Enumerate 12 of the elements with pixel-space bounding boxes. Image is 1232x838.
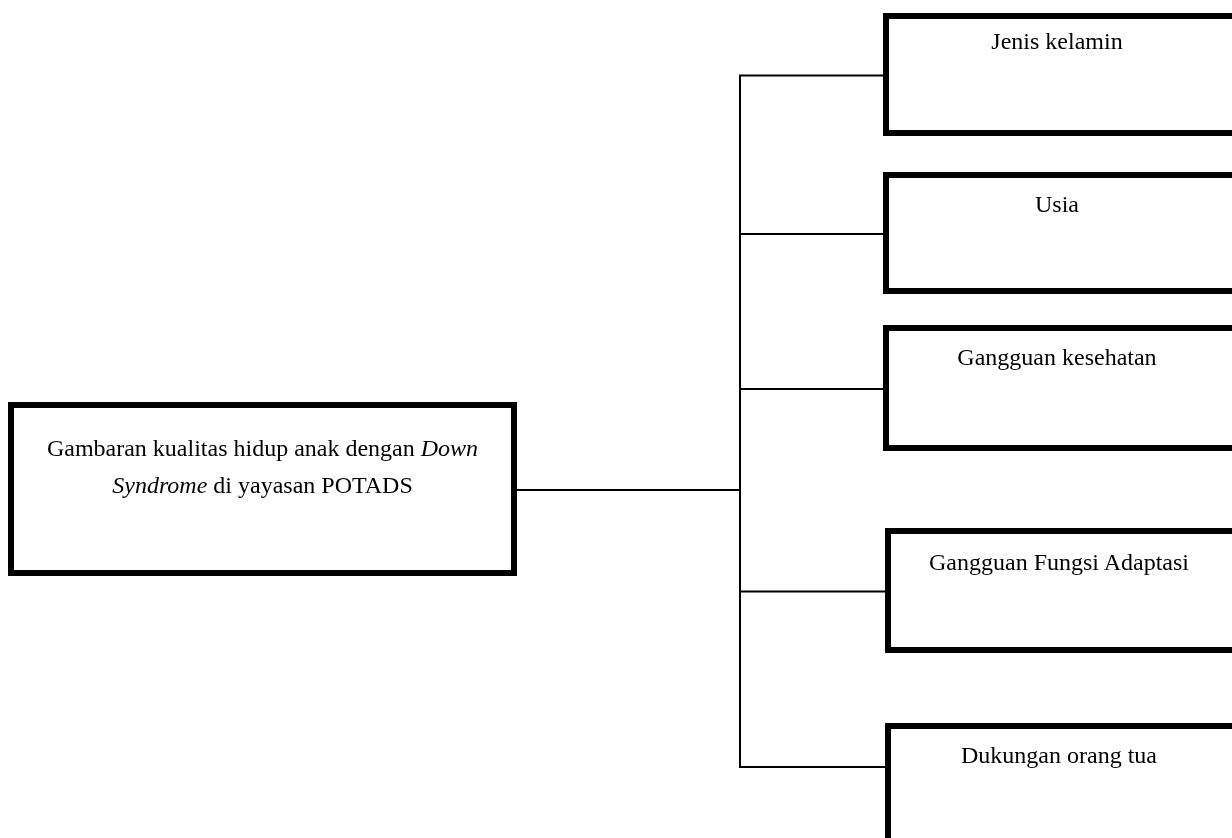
text-box (8, 402, 517, 576)
node-label: Dukungan orang tua (960, 741, 1158, 770)
text-box (883, 13, 1232, 136)
node-label: Gambaran kualitas hidup anak dengan Down Syndrome di yayasan POTADS (45, 434, 480, 500)
node-label: Gangguan Fungsi Adaptasi (928, 548, 1190, 577)
text-box (883, 172, 1232, 294)
node-label: Jenis kelamin (990, 27, 1124, 56)
node-label: Usia (1034, 190, 1080, 219)
node-label: Gangguan kesehatan (956, 343, 1158, 372)
text-box (883, 325, 1232, 451)
text-box (885, 528, 1232, 653)
text-box (885, 723, 1232, 838)
